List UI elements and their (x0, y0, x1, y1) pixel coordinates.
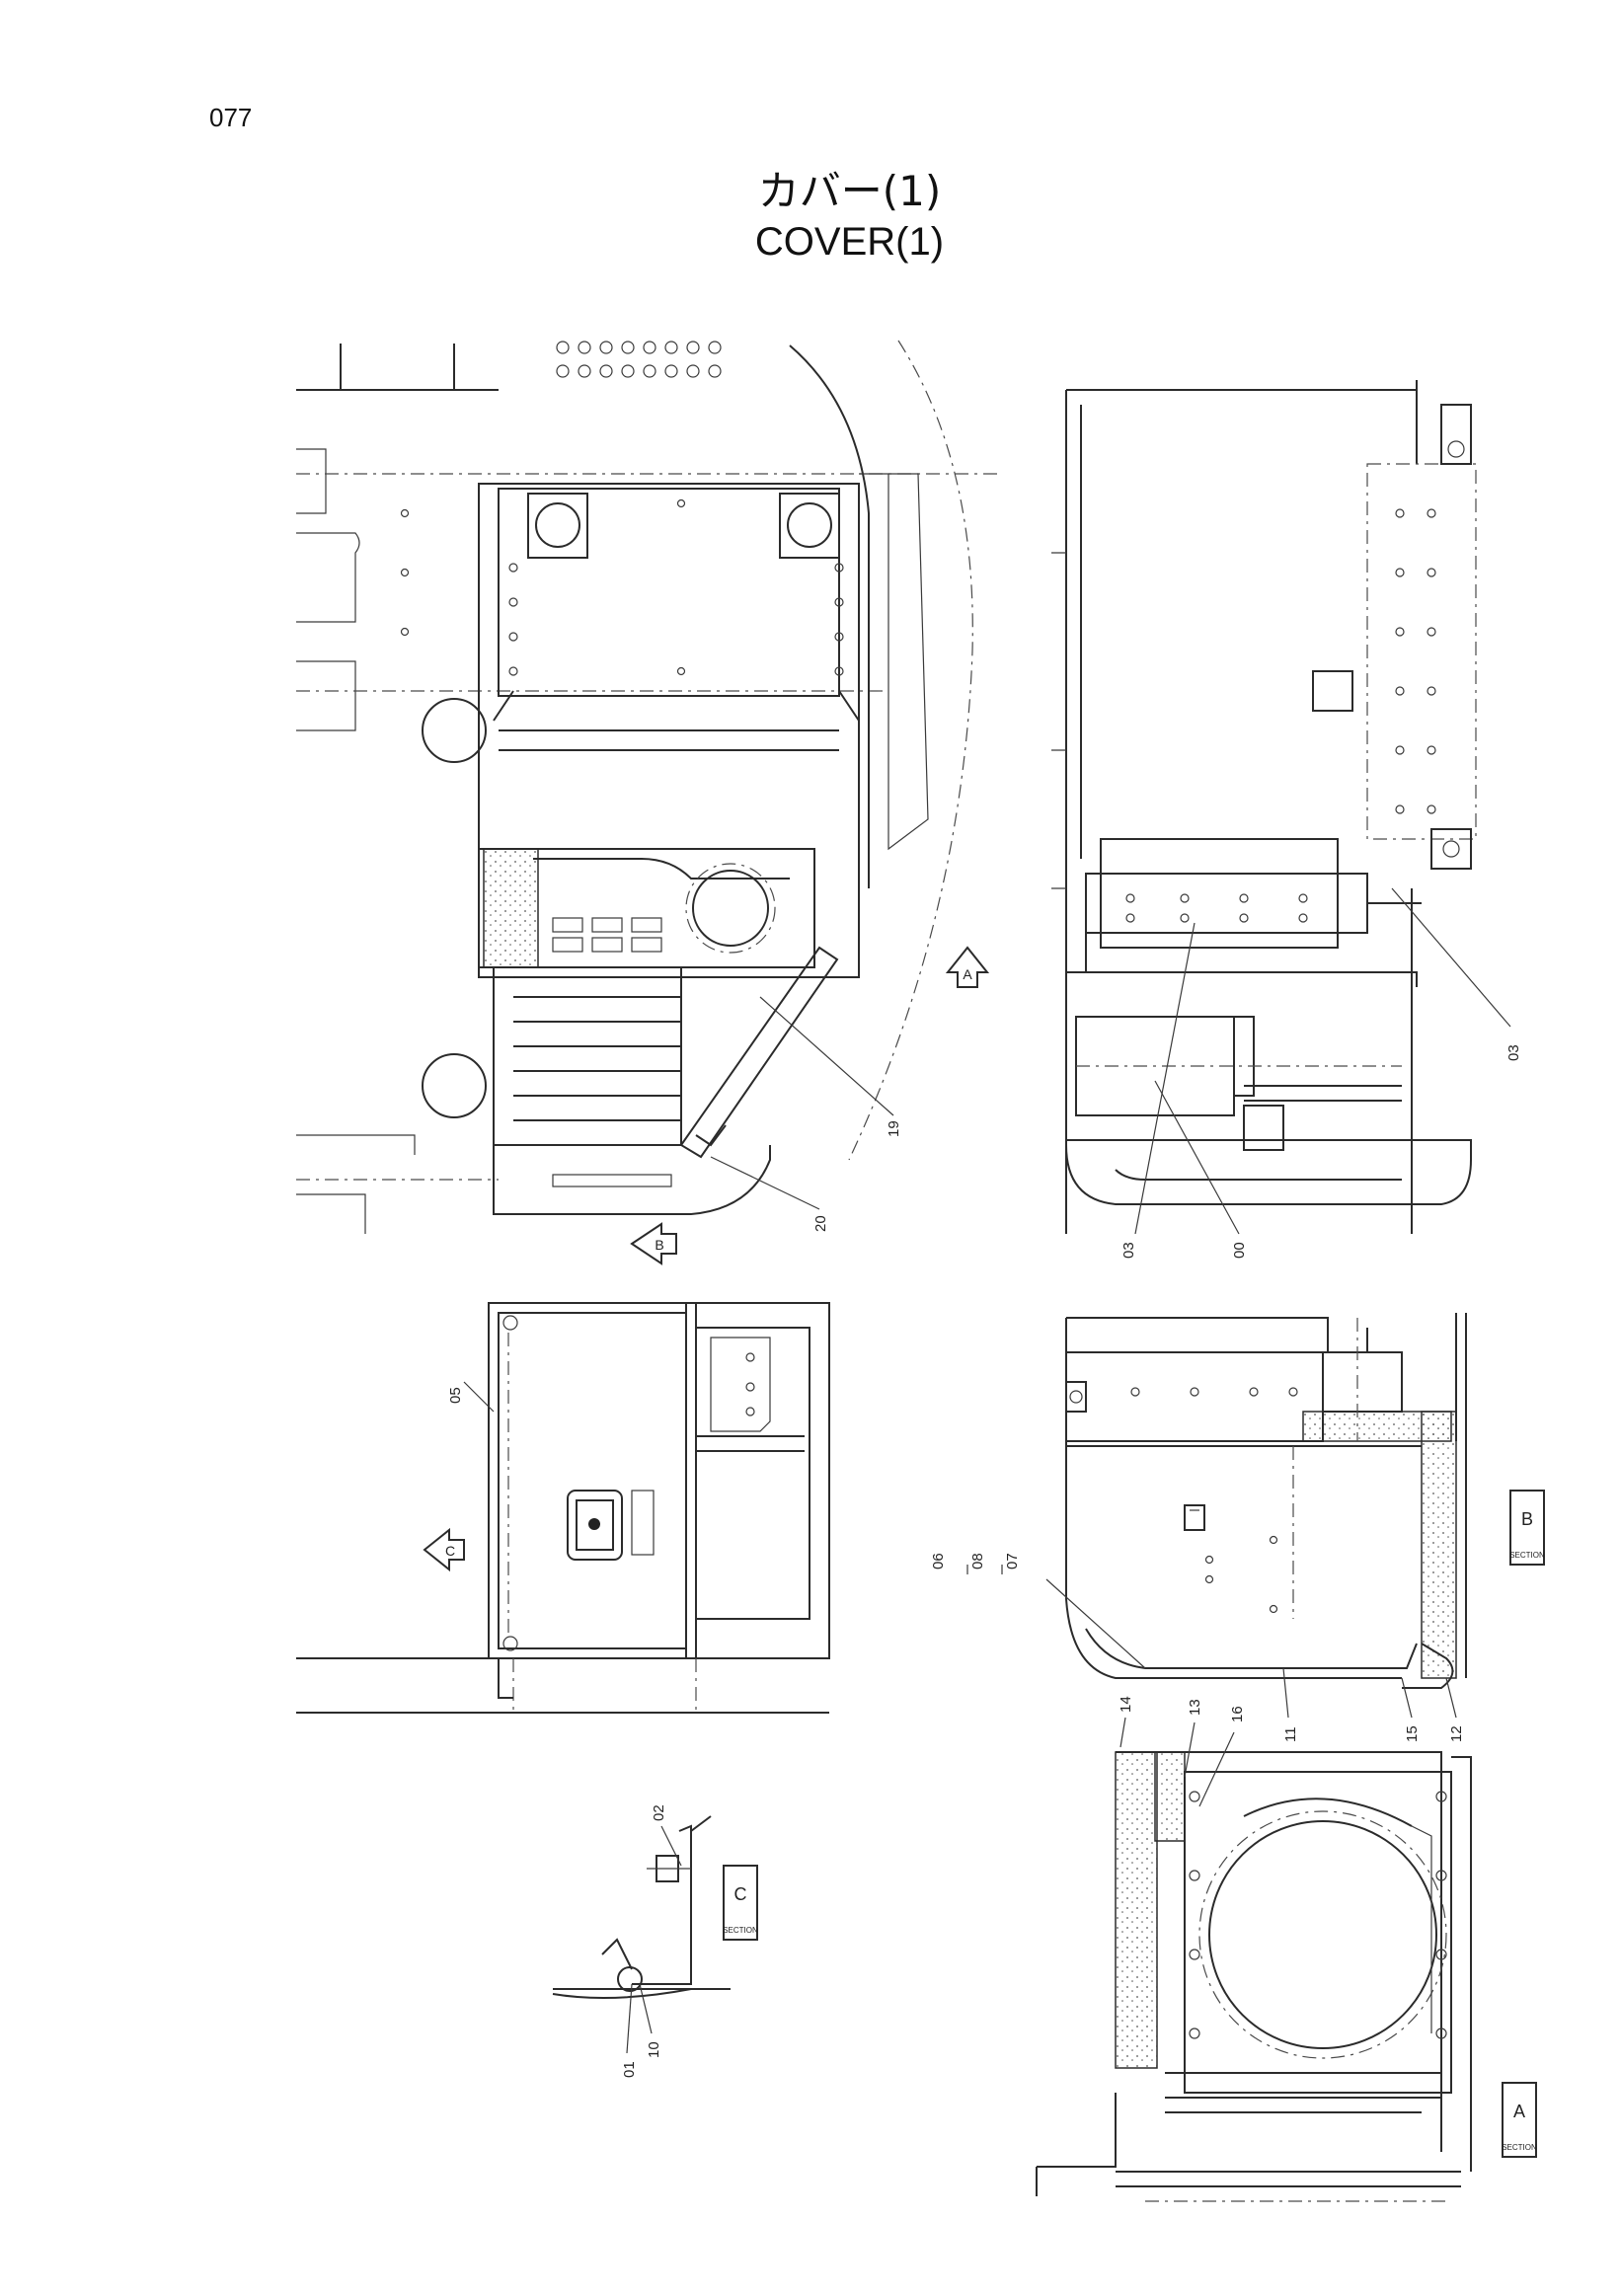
callout-11: 11 (1282, 1726, 1299, 1742)
callout-19: 19 (886, 1120, 902, 1137)
section-tag-c: C SECTION (723, 1865, 758, 1941)
view-arrow-a-label: A (963, 966, 972, 982)
view-arrow-a: A (945, 946, 990, 988)
page-number: 077 (209, 103, 253, 132)
section-tag-b-letter: B (1521, 1509, 1533, 1529)
callout-20: 20 (812, 1215, 829, 1232)
section-tag-a-word: SECTION (1502, 2143, 1537, 2152)
view-arrow-c: C (423, 1527, 465, 1572)
section-tag-c-word: SECTION (723, 1926, 758, 1935)
callout-15: 15 (1404, 1725, 1421, 1742)
callout-08: 08 (969, 1553, 986, 1569)
side-view-door (296, 1302, 830, 1714)
callout-10: 10 (646, 2041, 662, 2058)
section-tag-b-word: SECTION (1509, 1551, 1545, 1560)
section-tag-b: B SECTION (1509, 1490, 1545, 1566)
callout-14: 14 (1118, 1696, 1134, 1713)
title-block: カバー(1) COVER(1) (0, 166, 1620, 267)
section-tag-a: A SECTION (1502, 2082, 1537, 2158)
callout-03-left: 03 (1120, 1242, 1137, 1259)
callout-00: 00 (1231, 1242, 1248, 1259)
top-view-main (296, 340, 997, 1234)
side-view-upper-right (1051, 380, 1511, 1235)
callout-dashes (966, 1565, 1003, 1574)
section-c-view (552, 1815, 731, 2054)
callout-13: 13 (1187, 1699, 1203, 1716)
callout-labels: 19 20 03 03 00 05 06 08 07 11 15 12 16 1… (447, 1044, 1522, 2078)
section-tag-c-letter: C (734, 1884, 747, 1904)
view-arrow-b-label: B (655, 1237, 663, 1253)
view-arrow-c-label: C (445, 1543, 455, 1559)
callout-16: 16 (1229, 1706, 1246, 1722)
callout-05: 05 (447, 1387, 464, 1404)
section-a-view (1036, 1717, 1472, 2202)
section-b-view (1045, 1313, 1467, 1719)
title-japanese: カバー(1) (757, 167, 942, 215)
callout-02: 02 (651, 1804, 667, 1821)
title-english: COVER(1) (754, 220, 945, 264)
section-tag-a-letter: A (1513, 2102, 1525, 2121)
callout-12: 12 (1448, 1725, 1465, 1742)
callout-03-right: 03 (1505, 1044, 1522, 1061)
callout-07: 07 (1004, 1553, 1021, 1569)
view-arrow-b: B (630, 1222, 677, 1265)
callout-01: 01 (621, 2061, 638, 2078)
callout-06: 06 (930, 1553, 947, 1569)
